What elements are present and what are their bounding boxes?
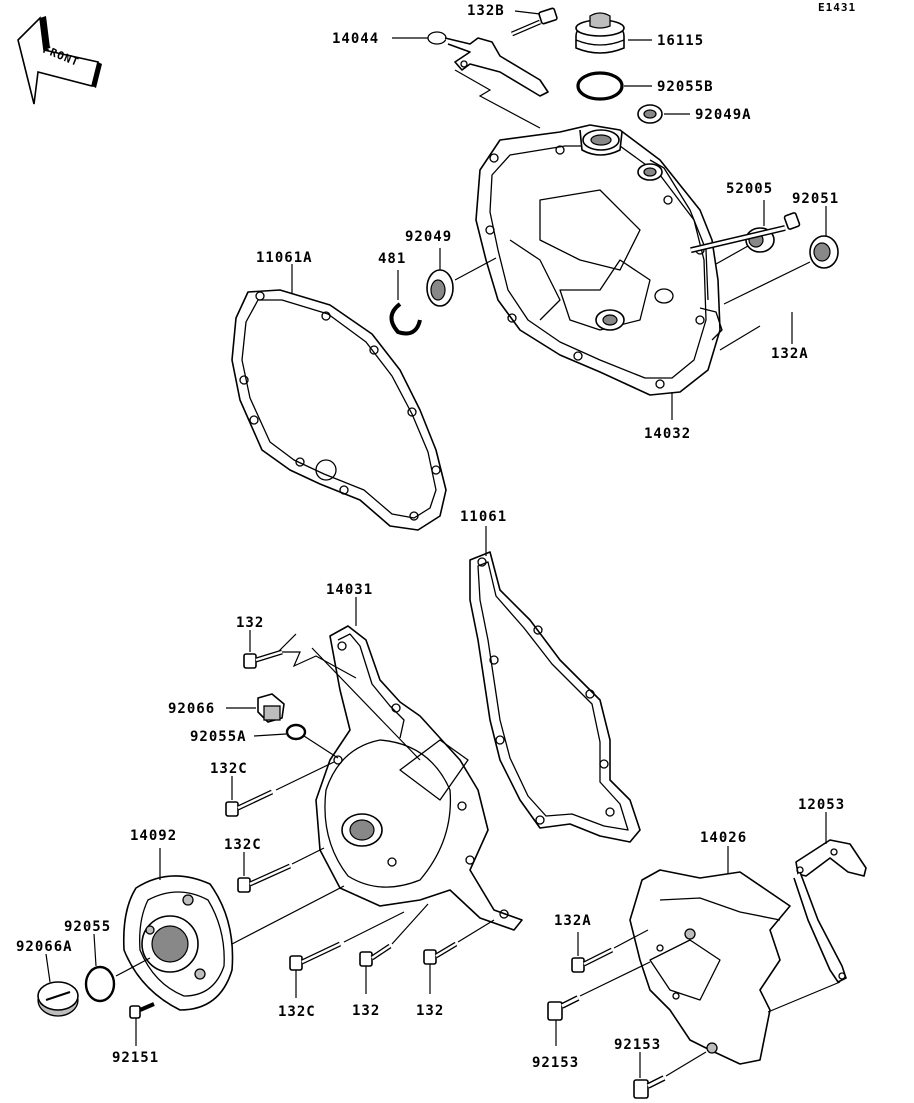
label-132c-middle: 132C	[224, 837, 262, 853]
clutch-cover-14032	[475, 124, 723, 396]
oil-seal-92051	[809, 235, 839, 269]
plug-92066	[257, 693, 285, 723]
circlip-481	[389, 302, 422, 336]
label-132c-lower: 132C	[278, 1004, 316, 1020]
label-132b: 132B	[467, 3, 505, 19]
oil-seal-92049a	[637, 104, 663, 124]
bolt-132b	[511, 7, 558, 37]
label-92055: 92055	[64, 919, 111, 935]
label-92055b: 92055B	[657, 79, 714, 95]
label-14031: 14031	[326, 582, 373, 598]
generator-cover-14031	[315, 625, 523, 931]
label-16115: 16115	[657, 33, 704, 49]
bolt-132c-upper	[225, 789, 274, 817]
label-11061a: 11061A	[256, 250, 313, 266]
label-52005: 52005	[726, 181, 773, 197]
label-132a-top: 132A	[771, 346, 809, 362]
label-132c-upper: 132C	[210, 761, 248, 777]
label-92066a: 92066A	[16, 939, 73, 955]
label-14092: 14092	[130, 828, 177, 844]
label-14044: 14044	[332, 31, 379, 47]
bolt-132c-lower	[289, 941, 342, 971]
label-14032: 14032	[644, 426, 691, 442]
o-ring-92055b	[576, 71, 624, 101]
o-ring-92055	[84, 965, 116, 1003]
sprocket-cover-14026	[629, 869, 791, 1065]
label-132a-bottom: 132A	[554, 913, 592, 929]
bolt-92153-right	[633, 1075, 666, 1099]
bolt-132-upper	[243, 649, 283, 669]
gasket-11061	[469, 551, 641, 843]
label-14026: 14026	[700, 830, 747, 846]
oil-seal-92049	[426, 269, 454, 307]
bolt-132a-bottom	[571, 947, 614, 973]
label-92151: 92151	[112, 1050, 159, 1066]
cover-14092	[122, 875, 234, 1011]
label-481: 481	[378, 251, 406, 267]
bolt-132c-middle	[237, 863, 292, 893]
label-132-right: 132	[416, 1003, 444, 1019]
o-ring-92055a	[285, 723, 307, 741]
label-132-middle: 132	[352, 1003, 380, 1019]
label-132-upper: 132	[236, 615, 264, 631]
label-12053: 12053	[798, 797, 845, 813]
label-92049a: 92049A	[695, 107, 752, 123]
oil-filler-cap-16115	[575, 12, 625, 54]
front-direction-badge: FRONT	[17, 16, 102, 105]
label-92049: 92049	[405, 229, 452, 245]
bracket-12053	[793, 839, 867, 983]
label-92153-right: 92153	[614, 1037, 661, 1053]
gasket-11061a	[231, 289, 447, 531]
plug-cap-92066a	[37, 981, 79, 1017]
bolt-132-right	[423, 941, 458, 965]
bolt-92153-left	[547, 995, 580, 1021]
diagram-id: E1431	[818, 1, 856, 14]
stay-14044	[427, 31, 549, 97]
label-92066: 92066	[168, 701, 215, 717]
label-92055a: 92055A	[190, 729, 247, 745]
label-92051: 92051	[792, 191, 839, 207]
label-11061: 11061	[460, 509, 507, 525]
bolt-132a-top	[690, 212, 801, 254]
bolt-132-middle	[359, 943, 392, 967]
bolt-92151	[129, 1002, 155, 1019]
label-92153-left: 92153	[532, 1055, 579, 1071]
